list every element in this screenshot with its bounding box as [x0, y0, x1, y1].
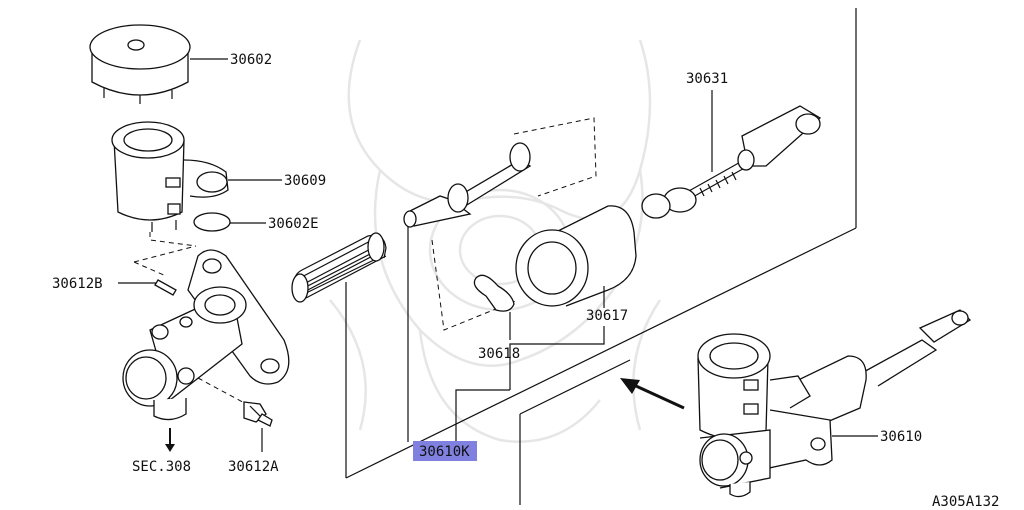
- guide-dashed: [133, 245, 197, 277]
- master-cylinder-body[interactable]: [122, 249, 290, 421]
- leader-bracket: [455, 389, 510, 442]
- label-30610K[interactable]: 30610K: [419, 444, 470, 460]
- label-30631: 30631: [686, 71, 728, 87]
- diagram-reference-code: A305A132: [932, 494, 999, 510]
- reservoir-cap-30602[interactable]: [89, 24, 191, 104]
- label-30610: 30610: [880, 429, 922, 445]
- piston-assembly[interactable]: [403, 142, 532, 442]
- label-30602E: 30602E: [268, 216, 319, 232]
- label-sec308[interactable]: SEC.308: [132, 459, 191, 475]
- guide-dashed: [197, 377, 251, 407]
- down-arrow-icon: [165, 428, 175, 452]
- guide-dashed: [513, 117, 597, 197]
- highlight-30610K: [413, 441, 477, 461]
- guide-dashed: [431, 239, 519, 331]
- dust-boot-30617[interactable]: [515, 205, 637, 307]
- watermark-logo: [329, 39, 662, 443]
- label-30602: 30602: [230, 52, 272, 68]
- bleeder-screw-30612A[interactable]: [243, 401, 273, 427]
- guide-dashed: [149, 232, 197, 247]
- label-30617: 30617: [586, 308, 628, 324]
- label-30609: 30609: [284, 173, 326, 189]
- return-spring[interactable]: [291, 232, 387, 303]
- snap-ring-30618[interactable]: [473, 274, 515, 312]
- pin-30612B[interactable]: [154, 279, 177, 296]
- clutch-master-cylinder-30610[interactable]: [697, 309, 972, 498]
- seal-30602E[interactable]: [193, 212, 231, 232]
- arrow-icon: [620, 378, 685, 410]
- label-30612B: 30612B: [52, 276, 103, 292]
- label-30612A: 30612A: [228, 459, 279, 475]
- assembly-frame: [345, 8, 857, 505]
- leader-30617-bracket: [509, 326, 605, 390]
- reservoir-tank-30609[interactable]: [111, 121, 229, 232]
- label-30618: 30618: [478, 346, 520, 362]
- push-rod-30631[interactable]: [641, 105, 822, 219]
